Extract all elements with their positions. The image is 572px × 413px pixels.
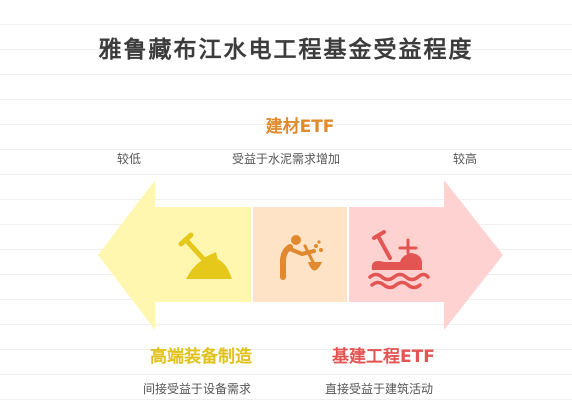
- scale-high-label: 较高: [453, 152, 478, 166]
- scale-mid-label: 受益于水泥需求增加: [232, 152, 341, 166]
- scale-low-label: 较低: [117, 152, 142, 166]
- construction-site-icon: [368, 230, 430, 290]
- category-left-label: 高端装备制造: [150, 347, 252, 367]
- category-right-description: 直接受益于建筑活动: [325, 382, 434, 396]
- shovel-sand-icon: [178, 232, 232, 279]
- segment-left: [155, 207, 251, 302]
- left-arrow-head: [98, 180, 155, 330]
- category-right-label: 基建工程ETF: [332, 347, 435, 367]
- segment-right: [349, 207, 444, 302]
- category-left-description: 间接受益于设备需求: [143, 382, 252, 396]
- category-top-label: 建材ETF: [265, 117, 335, 137]
- diagram-title: 雅鲁藏布江水电工程基金受益程度: [98, 36, 474, 63]
- right-arrow-head: [444, 180, 503, 330]
- worker-digging-icon: [279, 235, 323, 280]
